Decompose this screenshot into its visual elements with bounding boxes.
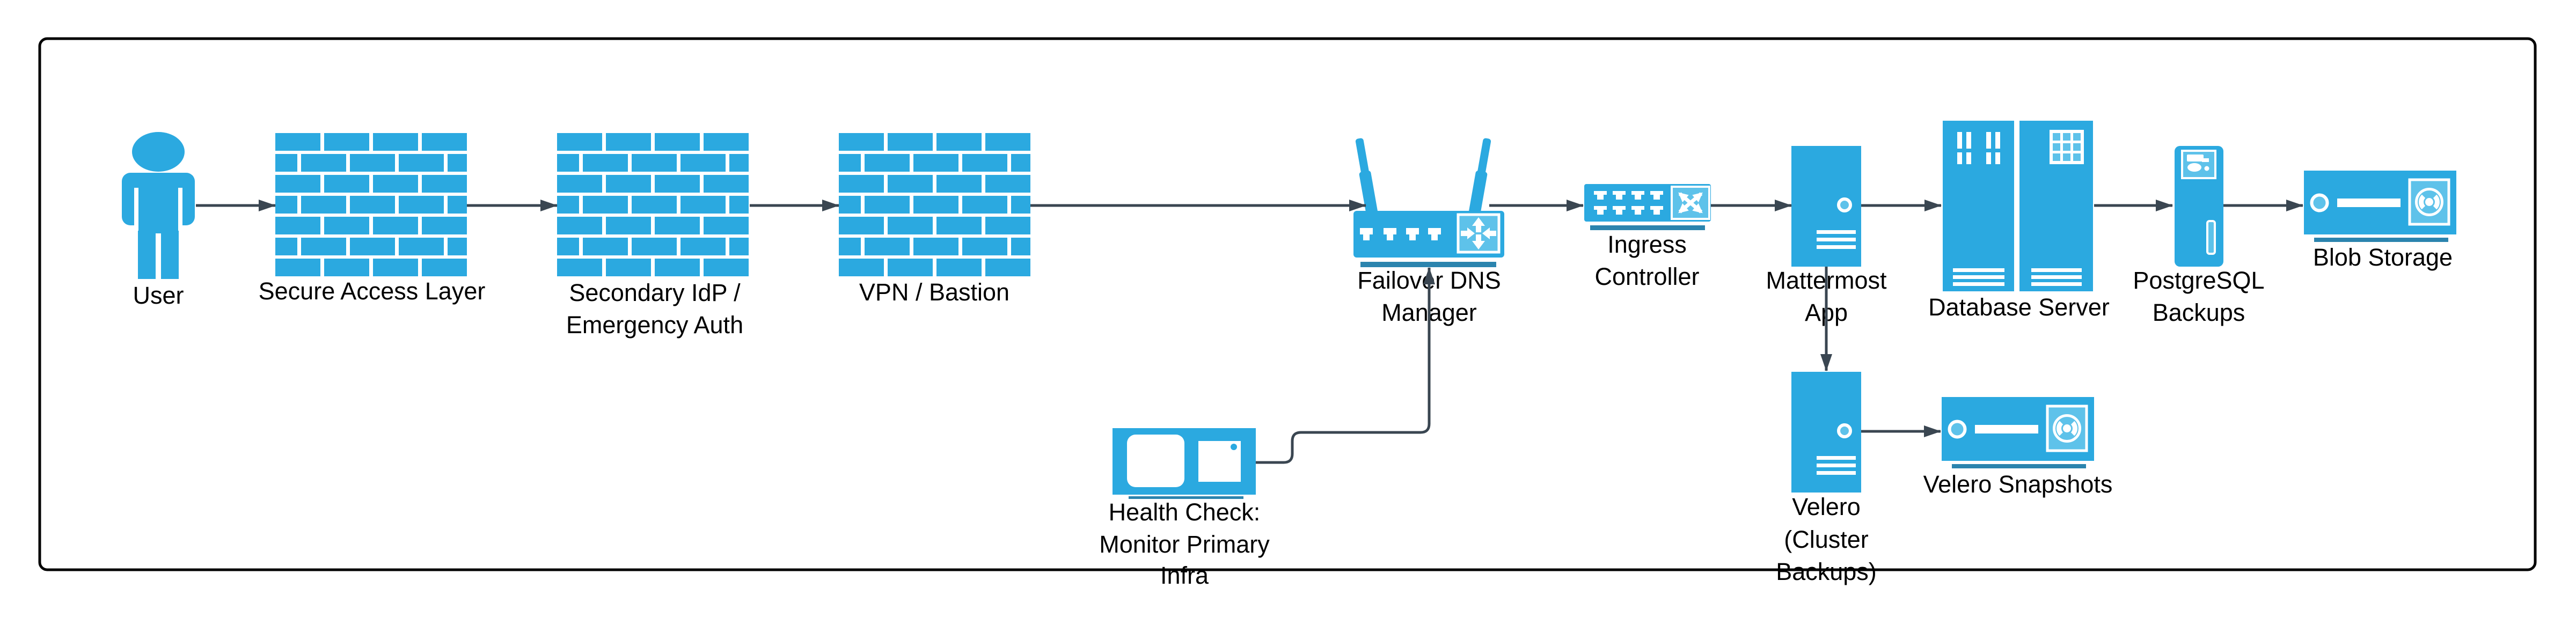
velero-label-line3: Backups) [1776, 558, 1877, 585]
vpn-bastion-label: VPN / Bastion [859, 278, 1009, 306]
velero-snapshots-label: Velero Snapshots [1923, 471, 2113, 498]
node-postgresql-backups[interactable] [2175, 146, 2223, 267]
node-mattermost-app[interactable] [1791, 146, 1861, 267]
postgresql-backups-label-line1: PostgreSQL [2133, 267, 2264, 294]
secure-access-layer-label: Secure Access Layer [259, 277, 486, 305]
firewall-icon [557, 133, 749, 276]
wireless-router-icon [1353, 138, 1504, 267]
storage-tower-icon [2175, 146, 2223, 267]
postgresql-backups-label-line2: Backups [2153, 299, 2245, 326]
health-check-icon [1113, 428, 1256, 499]
blob-storage-label: Blob Storage [2313, 244, 2453, 271]
database-server-label: Database Server [1928, 293, 2110, 321]
edges [196, 200, 2303, 464]
person-icon [122, 132, 195, 279]
velero-label-line2: (Cluster [1784, 526, 1869, 553]
ingress-controller-label-line1: Ingress [1607, 231, 1687, 258]
storage-appliance-icon [2304, 171, 2456, 242]
switch-icon [1584, 184, 1711, 230]
ingress-controller-label-line2: Controller [1594, 263, 1699, 290]
velero-label-line1: Velero [1792, 493, 1861, 520]
rack-servers-icon [1943, 121, 2093, 291]
node-failover-dns-manager[interactable] [1353, 137, 1504, 267]
edge-health-check-to-failover-dns [1256, 267, 1435, 464]
server-icon [1791, 372, 1861, 493]
node-velero[interactable] [1791, 372, 1861, 493]
node-velero-snapshots[interactable] [1942, 397, 2094, 468]
node-vpn-bastion[interactable] [839, 133, 1030, 276]
node-labels: User Secure Access Layer Secondary IdP /… [133, 231, 2453, 589]
health-check-label-line2: Monitor Primary [1099, 531, 1270, 558]
storage-appliance-icon [1942, 397, 2094, 468]
firewall-icon [275, 133, 467, 276]
node-secure-access-layer[interactable] [275, 133, 467, 276]
node-blob-storage[interactable] [2304, 171, 2456, 242]
node-ingress-controller[interactable] [1584, 184, 1711, 230]
node-user[interactable] [122, 132, 195, 279]
diagram-frame [38, 37, 2537, 571]
node-secondary-idp[interactable] [557, 133, 749, 276]
secondary-idp-label-line1: Secondary IdP / [569, 279, 741, 306]
health-check-label-line3: Infra [1160, 562, 1209, 589]
secondary-idp-label-line2: Emergency Auth [566, 311, 743, 339]
firewall-icon [839, 133, 1030, 276]
health-check-label-line1: Health Check: [1109, 498, 1261, 526]
node-database-server[interactable] [1943, 121, 2093, 291]
node-health-check[interactable] [1113, 428, 1256, 499]
server-icon [1791, 146, 1861, 267]
user-label: User [133, 282, 184, 309]
